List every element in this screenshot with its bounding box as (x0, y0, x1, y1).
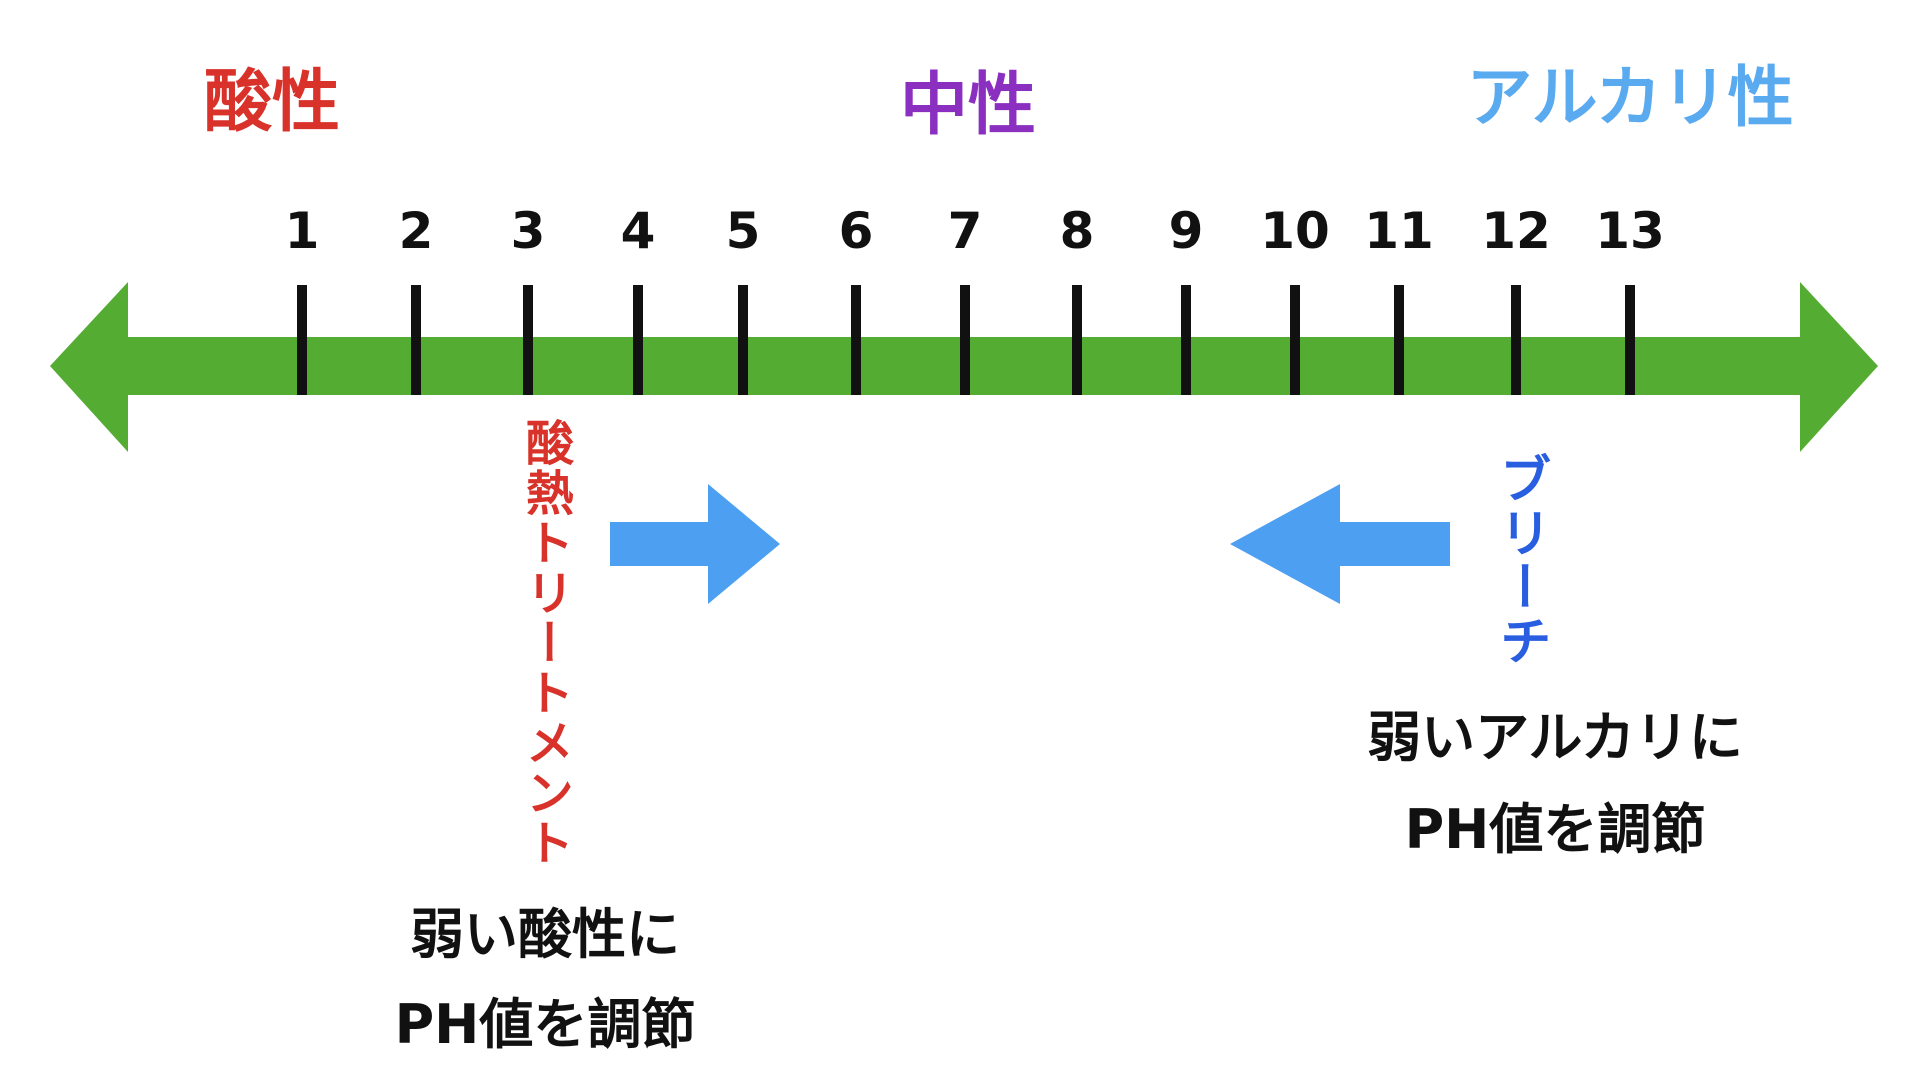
bleach-note-line1: 弱いアルカリに (1367, 706, 1743, 769)
tick-label-10: 10 (1260, 202, 1330, 260)
tick-label-6: 6 (839, 202, 874, 260)
bleach-arrow-left (1230, 484, 1450, 604)
tick-label-12: 12 (1481, 202, 1551, 260)
tick-label-13: 13 (1595, 202, 1665, 260)
tick-label-9: 9 (1169, 202, 1204, 260)
scale-arrowhead-right (1800, 282, 1878, 452)
bleach-note-line2: PH値を調節 (1405, 798, 1706, 861)
tick-label-2: 2 (399, 202, 434, 260)
tick-label-7: 7 (948, 202, 983, 260)
acid-treatment-note-line2: PH値を調節 (395, 993, 696, 1056)
acid-treatment-note-line1: 弱い酸性に (410, 903, 680, 966)
acid-treatment-arrow-right (610, 484, 780, 604)
tick-label-3: 3 (511, 202, 546, 260)
bleach-label: ブリーチ (1490, 452, 1550, 668)
tick-label-11: 11 (1364, 202, 1434, 260)
heading-neutral: 中性 (900, 65, 1036, 145)
scale-arrowhead-left (50, 282, 128, 452)
tick-label-8: 8 (1060, 202, 1095, 260)
heading-alkaline: アルカリ性 (1466, 58, 1793, 136)
tick-label-1: 1 (285, 202, 320, 260)
tick-label-4: 4 (621, 202, 656, 260)
acid-treatment-label: 酸熱トリートメント (517, 418, 574, 868)
tick-label-5: 5 (726, 202, 761, 260)
heading-acidic: 酸性 (204, 62, 340, 142)
